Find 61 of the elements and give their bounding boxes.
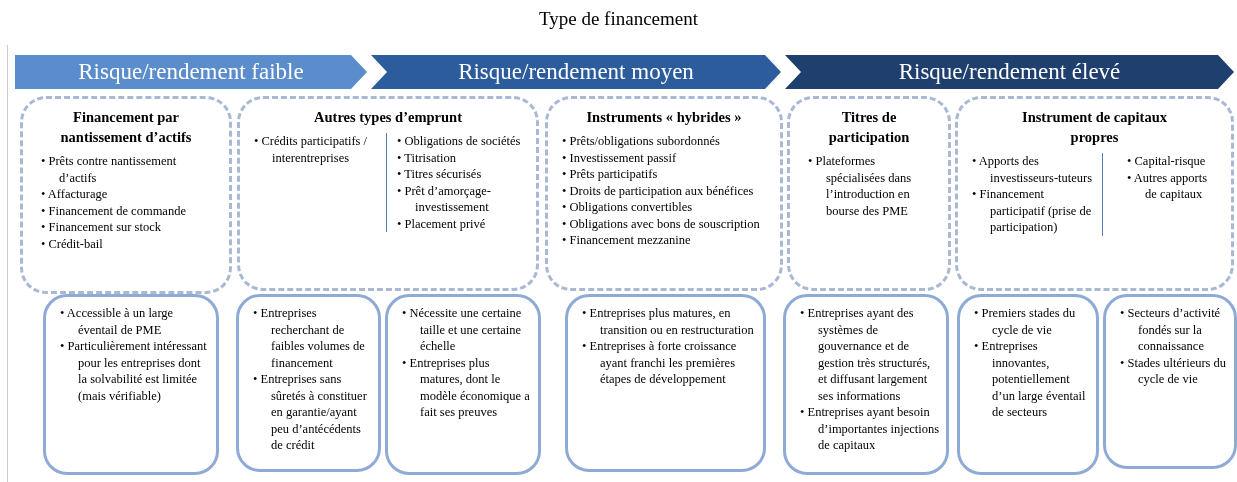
list-item: • Entreprises ayant besoin d’importantes injections de capitaux [800,404,940,454]
rounded-box [43,294,219,475]
list-item: • Prêts/obligations subordonnés [562,133,721,150]
banner-label: Risque/rendement moyen [457,58,695,86]
list-item: • Plateformes spécialisées dans l’introduction en bourse des PME [808,153,913,219]
list-item: • Apports des investisseurs-tuteurs [972,153,1094,186]
rounded-box [1103,294,1237,469]
chevron-banner [785,55,1234,89]
dashed-group-box [20,96,232,294]
list-item: • Crédits participatifs / interentreprises [254,133,369,166]
banner-label: Risque/rendement faible [77,58,305,86]
list-item: • Autres apports de capitaux [1127,169,1209,203]
list-item: • Entreprises sans sûretés à constituer en garantie/ayant peu d’antécédents de crédit [253,371,368,454]
list-item: • Entreprises ayant des systèmes de gouvernance et de gestion très structurés, et diffusant largement ses informations [800,305,932,404]
list-item: • Obligations avec bons de souscription [562,215,761,232]
list-item: • Financement de commande [41,202,187,219]
list-item: • Droits de participation aux bénéfices [562,182,755,199]
chevron-banner [15,55,367,89]
dashed-group-box [545,96,783,291]
rounded-box [236,294,381,472]
list-item: • Prêt d’amorçage-investissement [397,182,492,216]
list-item: • Affacturage [41,186,109,203]
list-item: • Particulièrement intéressant pour les entreprises dont la solvabilité est limitée (mais vérifiable) [60,338,208,404]
box-heading: Autres types d’emprunt [313,108,463,127]
rounded-box [565,294,766,472]
list-item: • Investissement passif [562,149,678,166]
list-item: • Nécessite une certaine taille et une certaine échelle [402,305,523,355]
list-item: • Premiers stades du cycle de vie [974,305,1077,338]
list-item: • Accessible à un large éventail de PME [60,305,175,338]
box-heading: Instruments « hybrides » [585,108,743,127]
box-heading: Financement par nantissement d’actifs [59,108,193,147]
diagram-title: Type de financement [537,8,699,30]
list-item: • Capital-risque [1127,153,1207,170]
list-item: • Financement participatif (prise de participation) [972,186,1093,236]
chevron-banner [371,55,781,89]
list-item: • Entreprises recherchant de faibles volumes de financement [253,305,366,371]
list-item: • Prêts contre nantissement d’actifs [41,153,178,186]
banner-label: Risque/rendement élevé [897,58,1122,86]
list-item: • Secteurs d’activité fondés sur la connaissance [1120,305,1222,355]
list-item: • Obligations de sociétés [397,133,522,150]
dashed-group-box [955,96,1234,291]
dashed-group-box [787,96,951,291]
list-item: • Entreprises plus matures, dont le modèle économique a fait ses preuves [402,354,531,421]
list-item: • Titres sécurisés [397,166,483,183]
list-item: • Financement mezzanine [562,232,692,249]
list-item: • Entreprises innovantes, potentiellement d’un large éventail de secteurs [974,338,1087,421]
rounded-box [783,294,949,475]
rounded-box [385,294,541,475]
list-item: • Crédit-bail [41,235,104,252]
list-item: • Placement privé [397,215,487,232]
rounded-box [957,294,1099,475]
list-item: • Prêts participatifs [562,166,659,183]
box-heading: Titres de participation [827,108,911,147]
list-item: • Entreprises plus matures, en transition ou en restructuration [582,305,755,338]
list-item: • Titrisation [397,149,457,166]
dashed-group-box [237,96,539,291]
list-item: • Obligations convertibles [562,199,694,216]
list-item: • Stades ultérieurs du cycle de vie [1120,354,1228,388]
box-heading: Instrument de capitaux propres [1021,108,1168,147]
list-item: • Entreprises à forte croissance ayant franchi les premières étapes de développement [582,338,738,388]
list-item: • Financement sur stock [41,219,162,236]
